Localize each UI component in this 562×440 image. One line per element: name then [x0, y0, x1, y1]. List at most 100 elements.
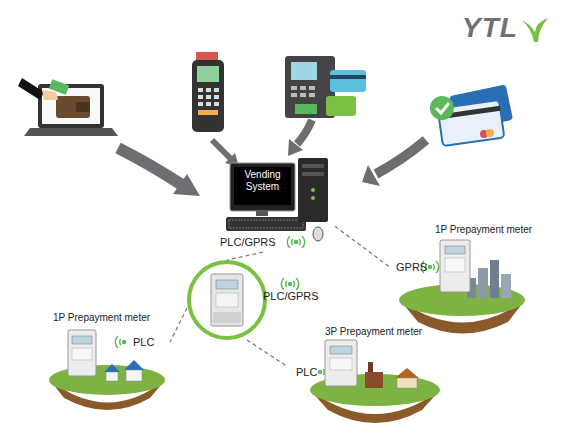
vending-system: Vending SystemPLC/GPRS	[215, 160, 335, 252]
atm-icon	[285, 56, 366, 118]
computer-illustration-part	[256, 211, 268, 216]
payment-flow-arrow-part	[118, 148, 182, 185]
island-bottom-part	[330, 358, 352, 370]
meter-site: 1P Prepayment meterPLC	[45, 312, 170, 412]
meter-site: 3P Prepayment meterPLC	[288, 322, 443, 422]
pos-terminal-icon-part-part	[198, 95, 203, 99]
dashed-connector	[170, 308, 187, 342]
node-title: Vending System	[234, 169, 291, 193]
node-title: 3P Prepayment meter	[325, 326, 422, 338]
atm-icon-part-part	[291, 86, 297, 90]
island-right-part	[445, 246, 465, 254]
atm-icon-part	[291, 86, 315, 97]
logo-leaf-part	[522, 18, 548, 42]
logo-text: YTL	[462, 12, 518, 44]
online-payment-icon-part	[56, 96, 90, 118]
logo-leaf	[522, 18, 548, 42]
computer-illustration-part	[313, 227, 323, 241]
computer-illustration-part	[311, 188, 315, 192]
wireless-icon-part-part	[299, 236, 305, 248]
payment-flow-arrow-part	[212, 140, 231, 159]
atm-icon-part	[291, 62, 317, 80]
online-payment-icon-part	[49, 79, 69, 95]
concentrator-meter	[190, 263, 264, 337]
pos-terminal-icon-part-part	[198, 102, 203, 106]
wireless-icon-part	[115, 336, 125, 348]
wireless-icon-part-part	[319, 371, 322, 374]
atm-icon-part	[330, 75, 366, 79]
card-payment-icon-part	[486, 129, 494, 137]
computer-illustration-part	[230, 163, 295, 211]
pos-terminal-icon-part-part	[206, 95, 211, 99]
online-payment-icon-part	[42, 90, 58, 100]
meter-site: 1P Prepayment meterGPRS	[390, 222, 540, 335]
wireless-icon-part-part	[123, 341, 126, 344]
online-payment-icon-part	[24, 128, 118, 136]
link-type-label: PLC/GPRS	[220, 236, 276, 249]
concentrator-meter-part	[211, 274, 243, 326]
payment-flow-arrow-part	[362, 165, 380, 186]
computer-illustration-part	[302, 164, 324, 168]
atm-icon-part	[326, 96, 356, 116]
pos-terminal-icon-part	[192, 60, 224, 132]
computer-illustration	[226, 158, 328, 241]
payment-flow-arrow	[118, 120, 426, 196]
node-title: 1P Prepayment meter	[53, 312, 150, 324]
island-right-part	[445, 258, 465, 272]
dashed-connector	[227, 252, 263, 260]
computer-illustration-part	[311, 196, 315, 200]
concentrator-meter-part	[216, 280, 238, 289]
island-left-part	[72, 348, 92, 360]
pos-terminal-icon-part-part	[214, 88, 219, 92]
wireless-icon-part-part	[429, 266, 432, 269]
payment-flow-arrow-part	[173, 174, 200, 196]
island-left	[49, 330, 165, 410]
island-bottom	[310, 340, 440, 423]
node-title: PLC/GPRS	[263, 290, 319, 303]
island-right-part	[478, 268, 488, 298]
atm-icon-part-part	[300, 93, 306, 97]
concentrator-circle: PLC/GPRS	[187, 260, 267, 340]
card-payment-icon-part	[430, 96, 454, 120]
island-bottom-part	[397, 378, 417, 388]
wireless-icon-part	[281, 278, 298, 290]
computer-illustration-part	[298, 158, 328, 222]
payment-flow-arrow-part	[297, 120, 312, 144]
island-right-part	[490, 260, 499, 298]
wireless-icon-part-part	[287, 236, 293, 248]
concentrator-meter-part	[213, 312, 241, 323]
atm-icon-part-part	[300, 86, 306, 90]
island-bottom-part	[368, 362, 373, 372]
concentrator-meter-part	[190, 263, 264, 337]
island-bottom-part	[325, 340, 357, 386]
island-left-part	[126, 370, 142, 381]
island-left-part	[72, 336, 92, 344]
pos-terminal-icon-part-part	[214, 95, 219, 99]
wireless-icon-part	[287, 236, 304, 248]
wireless-icon-part-part	[281, 278, 287, 290]
link-type-label: GPRS	[396, 261, 427, 274]
computer-illustration-part	[234, 167, 291, 205]
concentrator-meter-part	[216, 293, 238, 307]
wireless-icon-part-part	[293, 278, 299, 290]
online-payment-icon	[18, 78, 118, 136]
pos-terminal-icon-part	[198, 88, 219, 106]
atm-icon-part-part	[291, 93, 297, 97]
wireless-icon-part-part	[115, 336, 121, 348]
island-left-part	[106, 372, 118, 381]
island-left-part	[124, 360, 144, 370]
link-type-label: PLC	[133, 336, 154, 349]
island-left-part	[104, 364, 120, 372]
wireless-icon-part-part	[433, 261, 439, 273]
online-payment-icon-part	[38, 84, 104, 128]
island-right	[399, 240, 525, 334]
pos-terminal-icon	[192, 52, 224, 132]
island-right-part	[501, 274, 511, 298]
dashed-connector	[335, 226, 390, 267]
island-bottom-part	[395, 368, 419, 378]
pos-terminal-icon-part-part	[206, 88, 211, 92]
atm-icon-part	[295, 104, 317, 114]
